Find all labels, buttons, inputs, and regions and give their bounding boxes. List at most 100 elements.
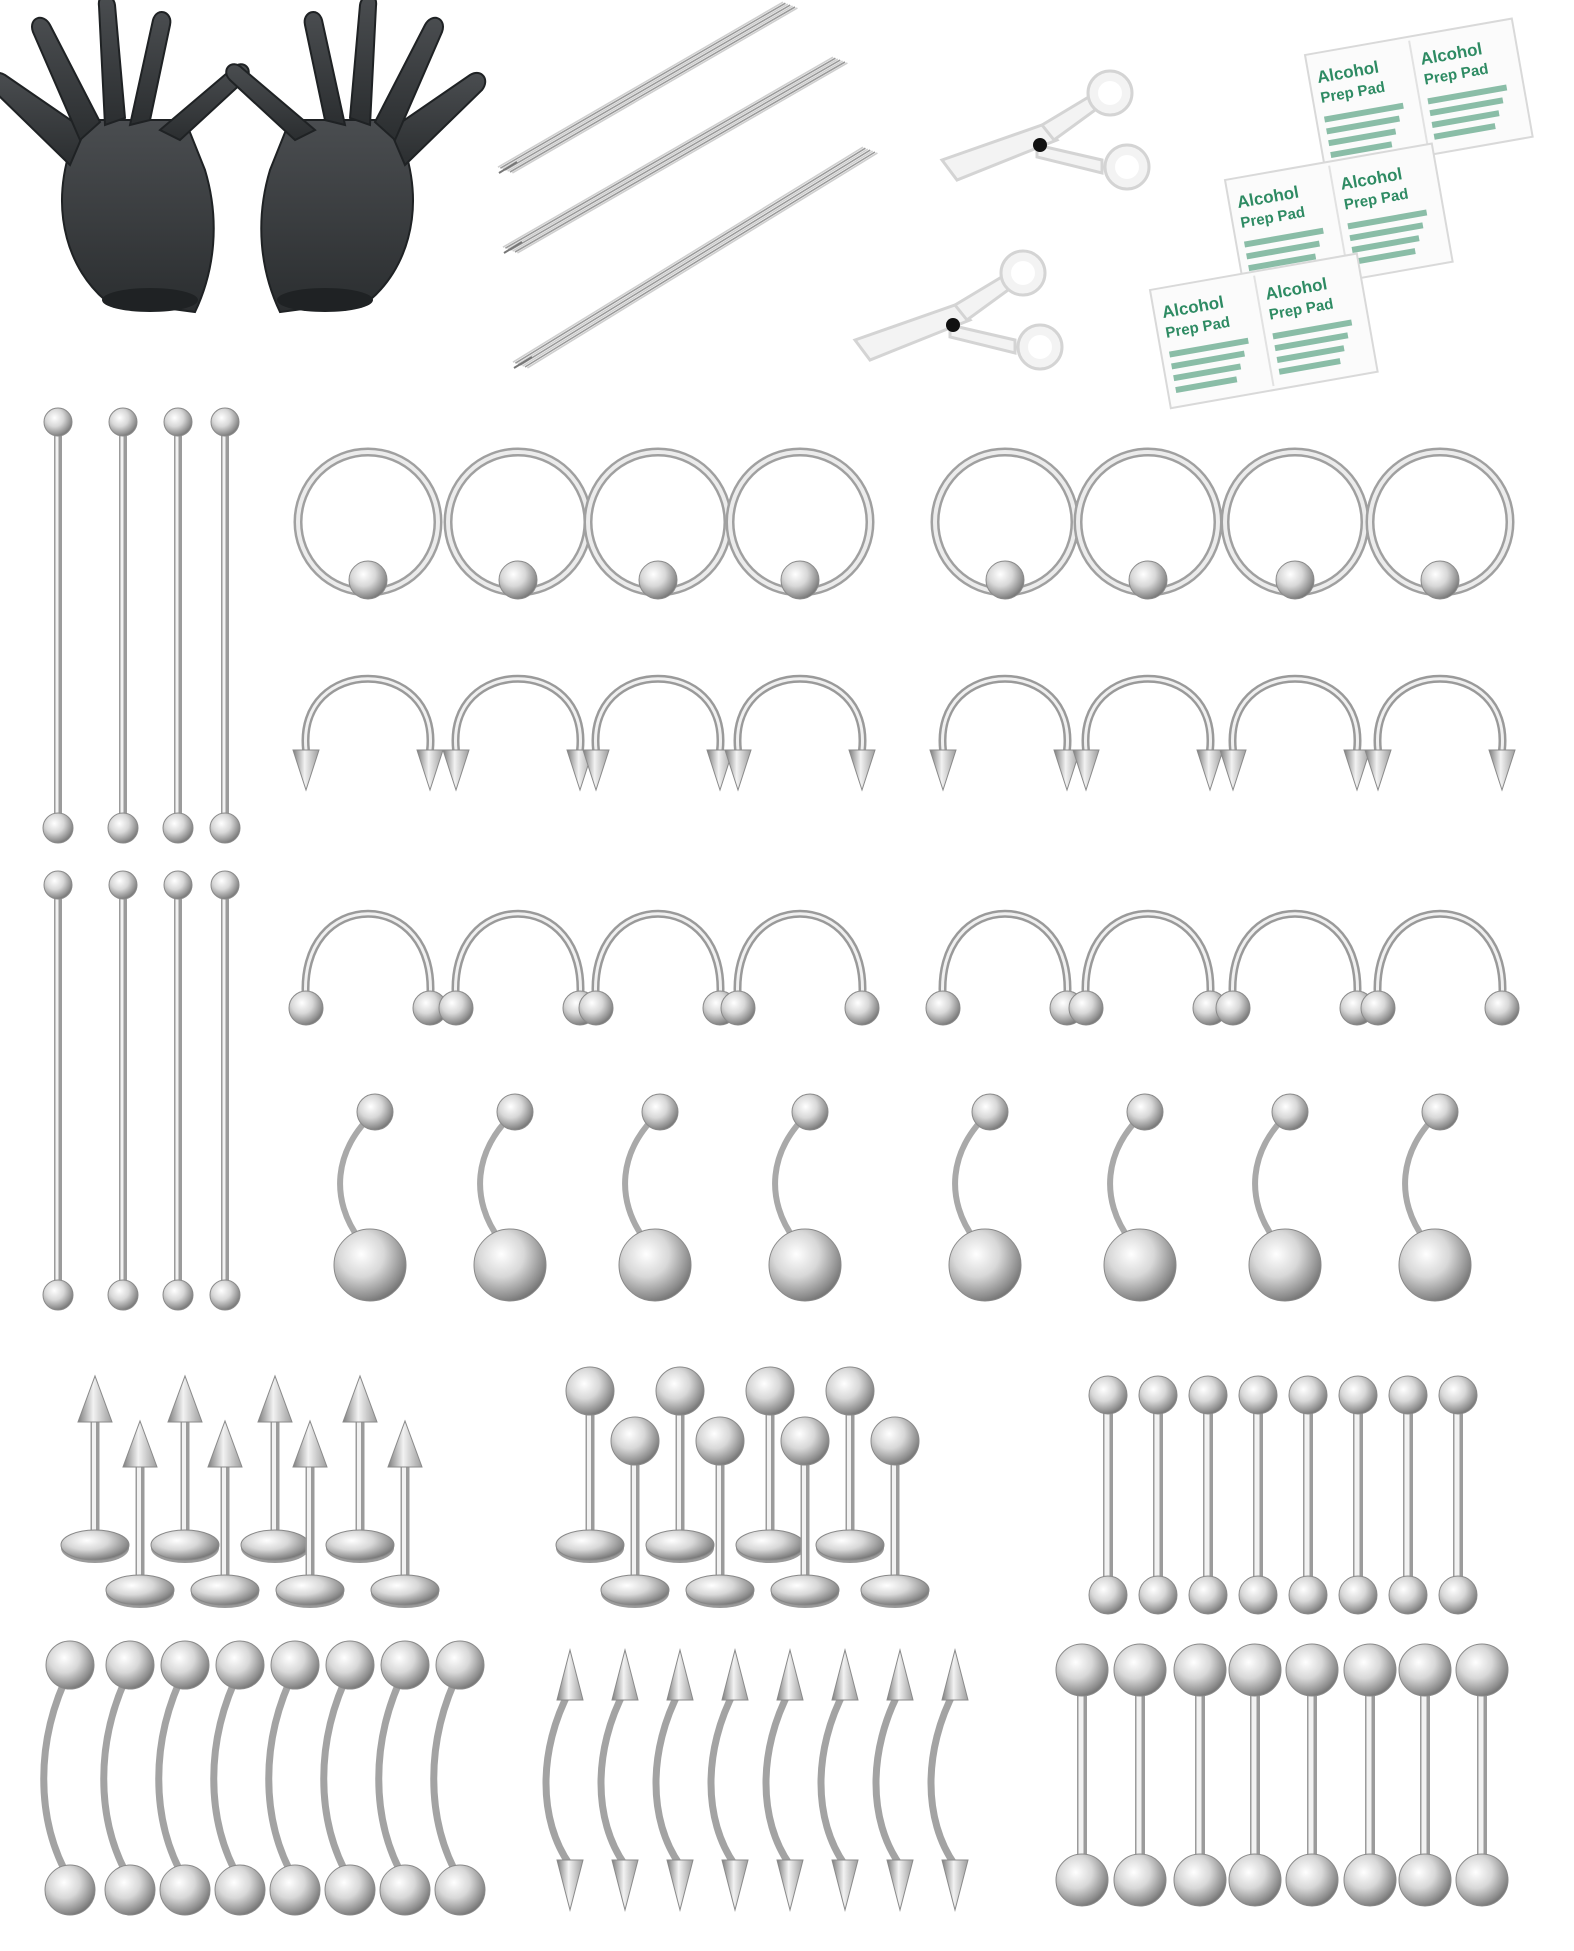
steel-ball [870,1416,920,1466]
belly-ring [1398,1093,1472,1302]
steel-ball [163,870,193,900]
steel-ball [215,1640,265,1690]
steel-ball [380,1640,430,1690]
steel-ball [565,1366,615,1416]
glove-finger [348,0,378,127]
industrial-barbells-group [42,407,241,1311]
steel-spike [207,1419,243,1468]
steel-ball [160,1640,210,1690]
belly-ring [1248,1093,1322,1302]
ball-labret [600,1416,670,1608]
steel-ball [104,1864,156,1916]
steel-spike [721,1859,749,1912]
steel-ball [1113,1643,1167,1697]
glove-finger [128,11,172,127]
ball-horseshoe [1215,909,1375,1026]
steel-spike [611,1648,639,1701]
steel-ball [780,1416,830,1466]
labret-disc [240,1529,310,1561]
straight-barbell [1188,1375,1228,1615]
steel-ball [42,812,74,844]
steel-ball [925,990,961,1026]
ball-labret [815,1366,885,1563]
spike-horseshoes-group [292,674,1516,792]
glove-icon [0,0,250,314]
spike-horseshoe [292,674,444,792]
straight-barbells-large-group [1055,1643,1509,1907]
captive-ring [725,447,875,600]
belly-ring [333,1093,407,1302]
curved-spike-barbell [707,1648,749,1912]
glove-finger [225,63,317,142]
steel-spike [257,1374,293,1423]
steel-ball [210,870,240,900]
steel-ball [791,1093,829,1131]
steel-ball [42,1279,74,1311]
straight-barbell [1285,1643,1339,1907]
steel-ball [333,1228,407,1302]
needle [526,152,878,369]
spike-labret [275,1419,345,1608]
needle [505,57,836,249]
steel-ball [1398,1228,1472,1302]
steel-ball [1343,1853,1397,1907]
steel-ball [1288,1375,1328,1415]
ball-labret [555,1366,625,1563]
steel-ball [695,1416,745,1466]
steel-ball [1128,560,1168,600]
curved-spike-barbell [762,1648,804,1912]
labret-disc [735,1529,805,1561]
labret-disc [60,1529,130,1561]
steel-ball [655,1366,705,1416]
steel-ball [638,560,678,600]
steel-spike [776,1648,804,1701]
labret-disc [600,1574,670,1606]
steel-spike [706,749,734,792]
steel-spike [929,749,957,792]
steel-spike [416,749,444,792]
ball-horseshoe [1360,909,1520,1026]
needle [522,150,874,367]
clamp-pivot [1033,138,1047,152]
steel-ball [1484,990,1520,1026]
needle [497,1,784,168]
steel-spike [721,1648,749,1701]
steel-spike [1196,749,1224,792]
ball-labret [770,1416,840,1608]
glove-finger [97,0,127,127]
steel-spike [831,1648,859,1701]
steel-ball [1288,1575,1328,1615]
steel-ball [434,1864,486,1916]
curved-barbell [100,1640,156,1916]
steel-ball [610,1416,660,1466]
steel-ball [1055,1643,1109,1697]
captive-ring [1365,447,1515,600]
steel-ball [1420,560,1460,600]
ball-horseshoe [720,909,880,1026]
labret-disc [770,1574,840,1606]
spike-labret [325,1374,395,1563]
ball-horseshoe [1068,909,1228,1026]
clamp-icon [852,249,1064,371]
belly-rings-group [333,1093,1472,1302]
clamp-icon [939,69,1151,191]
labret-disc [105,1574,175,1606]
needle [502,56,834,248]
steel-ball [1338,1575,1378,1615]
industrial-barbell [107,407,139,844]
industrial-barbell [162,407,194,844]
spike-labrets-group [60,1374,440,1608]
labret-disc [150,1529,220,1561]
needle [507,58,839,250]
steel-ball [1138,1575,1178,1615]
steel-spike [556,1859,584,1912]
steel-ball [1173,1643,1227,1697]
steel-spike [342,1374,378,1423]
steel-ball [473,1228,547,1302]
needle [514,147,866,364]
steel-ball [379,1864,431,1916]
steel-spike [666,1648,694,1701]
steel-ball [780,560,820,600]
glove-finger [388,71,487,167]
steel-ball [1138,1375,1178,1415]
